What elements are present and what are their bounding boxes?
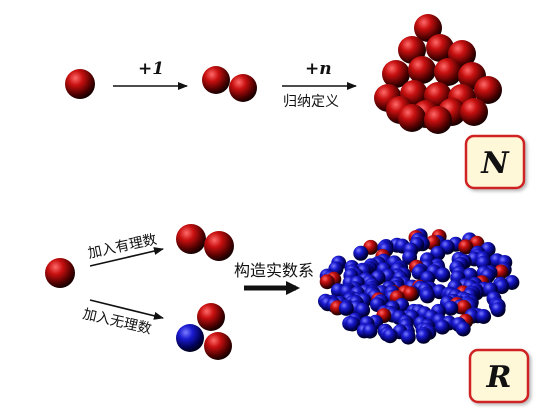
sphere — [344, 316, 360, 332]
single-red-sphere-bottom — [45, 258, 75, 288]
sphere — [416, 328, 431, 344]
badge-r-text: R — [486, 360, 512, 395]
sphere — [460, 98, 488, 126]
sphere — [490, 302, 506, 318]
sphere — [382, 60, 410, 88]
sphere — [443, 300, 459, 316]
rational-arrow — [89, 247, 164, 267]
plus-n-label: +n — [305, 59, 332, 79]
sphere — [420, 288, 435, 304]
sphere — [476, 309, 492, 324]
induction-caption: 归纳定义 — [283, 93, 339, 110]
irrational-caption: 加入无理数 — [81, 306, 153, 337]
top-row: +1 +n 归纳定义 N — [65, 14, 526, 190]
sphere — [426, 34, 454, 62]
sphere — [455, 321, 471, 337]
sphere — [402, 286, 418, 302]
sphere — [382, 328, 398, 344]
natural-number-pile — [374, 14, 502, 134]
badge-n: N — [464, 134, 526, 190]
construct-reals-caption: 构造实数系 — [234, 261, 314, 280]
real-number-cloud — [318, 228, 520, 345]
sphere — [434, 319, 450, 335]
sphere — [458, 239, 474, 255]
bottom-row: 加入有理数 加入无理数 构造实数系 R — [45, 224, 530, 404]
sphere — [353, 245, 369, 261]
rational-caption: 加入有理数 — [87, 232, 159, 262]
sphere — [408, 56, 436, 84]
rational-pair — [176, 224, 234, 261]
sphere — [319, 274, 335, 290]
irrational-arrow — [89, 299, 164, 320]
irrational-trio — [176, 303, 232, 360]
sphere — [474, 76, 502, 104]
sphere — [493, 264, 509, 280]
sphere — [398, 104, 426, 132]
sphere — [435, 267, 451, 283]
sphere — [494, 279, 510, 295]
sphere — [434, 58, 462, 86]
pair-red-spheres — [202, 66, 257, 102]
plus-one-label: +1 — [138, 59, 164, 79]
sphere — [400, 329, 416, 345]
single-red-sphere — [65, 69, 95, 99]
sphere — [362, 323, 378, 339]
badge-n-text: N — [480, 146, 510, 181]
badge-r: R — [468, 348, 530, 404]
sphere — [338, 300, 354, 316]
sphere — [424, 106, 452, 134]
